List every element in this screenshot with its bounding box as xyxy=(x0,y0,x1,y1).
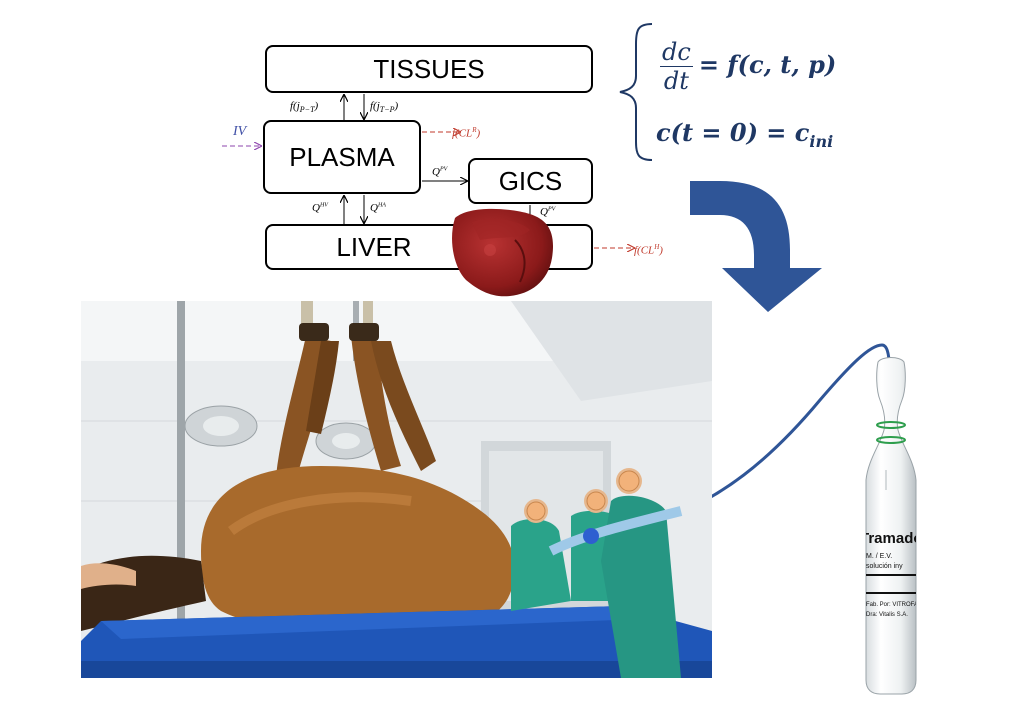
ampoule-line-1: M. / E.V. xyxy=(866,553,893,560)
ode-rhs: = f(c, t, p) xyxy=(698,50,837,79)
ampoule-brand: Tramadol xyxy=(866,530,916,547)
tissues-compartment: TISSUES xyxy=(265,45,593,93)
tissues-label: TISSUES xyxy=(373,53,485,84)
flow-tissues-to-plasma-label: f(jT−P) xyxy=(370,100,399,115)
ampoule-line-3: Fab. Por: VITROFAR xyxy=(866,602,916,608)
liver-organ-image xyxy=(452,208,554,297)
gics-compartment: GICS xyxy=(468,158,593,204)
flow-plasma-to-tissues-label: f(jP−T) xyxy=(290,100,319,115)
equation-brace xyxy=(619,23,653,161)
hepatic-artery-flow-label: QHA xyxy=(370,202,386,214)
ampoule-logo xyxy=(866,574,916,594)
hepatic-vein-flow-label: QHV xyxy=(312,202,328,214)
gics-portal-flow-label: QPV xyxy=(540,206,556,218)
plasma-compartment: PLASMA xyxy=(263,120,421,194)
hepatic-clearance-label: f(CLH) xyxy=(634,243,663,257)
liver-label: LIVER xyxy=(336,231,412,262)
ampoule-label: Tramadol M. / E.V. solución iny Fab. Por… xyxy=(866,530,916,618)
curved-flow-arrow xyxy=(690,181,822,312)
gics-label: GICS xyxy=(498,165,563,196)
portal-vein-flow-label: QPV xyxy=(432,166,448,178)
horse-surgery-photo xyxy=(81,301,712,678)
ampoule-line-4: Dra: Vitalis S.A. xyxy=(866,612,908,618)
plasma-label: PLASMA xyxy=(289,141,395,172)
tramadol-ampoule xyxy=(865,357,917,695)
ampoule-line-2: solución iny xyxy=(866,563,903,570)
ode-denominator: dt xyxy=(663,67,689,95)
ode-numerator: dc xyxy=(660,38,693,67)
iv-input-label: IV xyxy=(233,124,247,139)
initial-condition-equation: c(t = 0) = cini xyxy=(656,118,834,151)
